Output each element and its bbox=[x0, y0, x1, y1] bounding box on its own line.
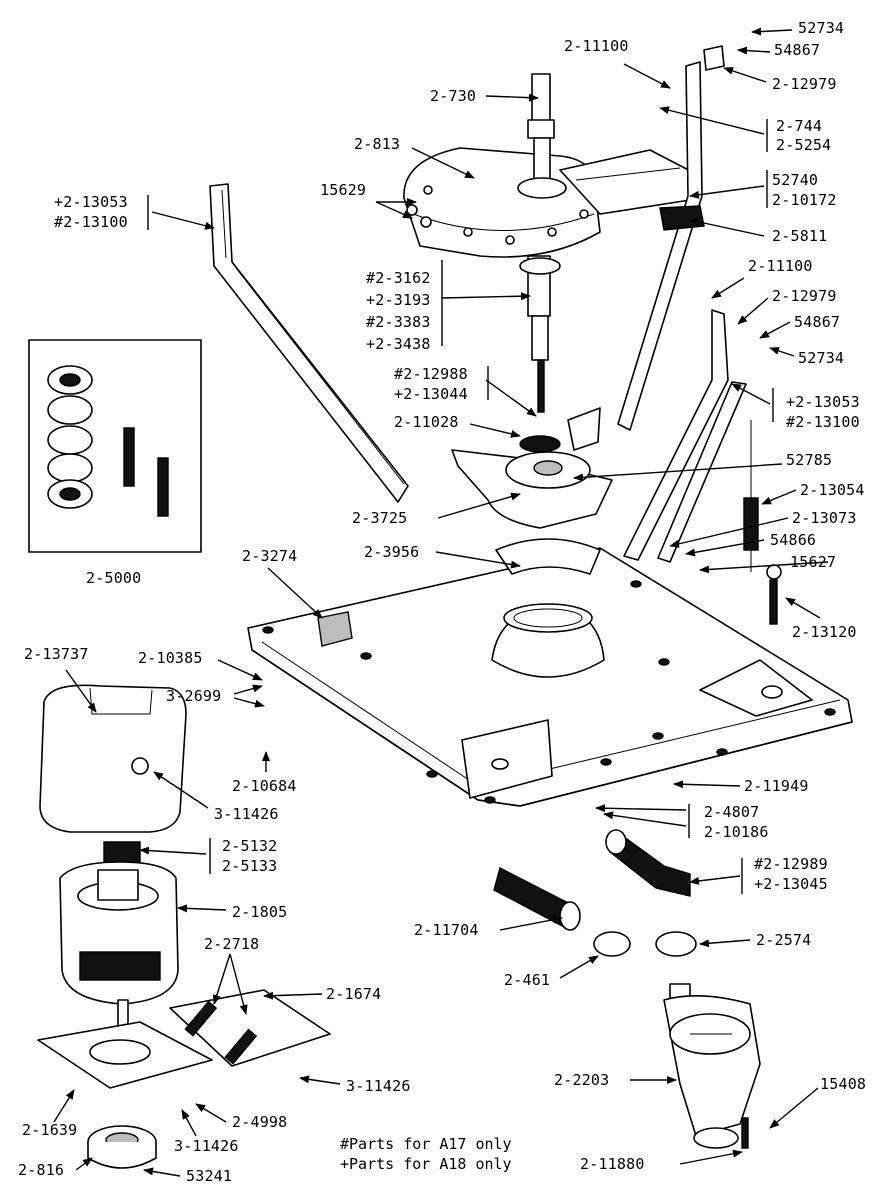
part-label: 15629 bbox=[320, 181, 367, 199]
part-label: 52734 bbox=[798, 349, 845, 367]
part-label: 2-13054 bbox=[800, 481, 865, 499]
part-label: 2-10186 bbox=[704, 823, 769, 841]
part-label: 2-5132 bbox=[222, 837, 278, 855]
clamps bbox=[593, 931, 697, 957]
part-label: +2-13044 bbox=[394, 385, 468, 403]
part-label: 2-730 bbox=[430, 87, 477, 105]
part-label: 2-10172 bbox=[772, 191, 837, 209]
part-label: 2-813 bbox=[354, 135, 401, 153]
part-label: 2-13073 bbox=[792, 509, 857, 527]
part-label: #2-13100 bbox=[786, 413, 860, 431]
part-label: 2-11100 bbox=[564, 37, 629, 55]
drive-assembly bbox=[451, 407, 613, 575]
part-label: 2-11704 bbox=[414, 921, 479, 939]
part-label: 2-12979 bbox=[772, 287, 837, 305]
part-label: 52785 bbox=[786, 451, 833, 469]
part-label: +2-13045 bbox=[754, 875, 828, 893]
part-label: 54867 bbox=[794, 313, 841, 331]
part-label: 2-2203 bbox=[554, 1071, 610, 1089]
part-label: 3-2699 bbox=[166, 687, 222, 705]
part-label: 2-13737 bbox=[24, 645, 89, 663]
pump bbox=[663, 983, 761, 1149]
part-label: 2-5811 bbox=[772, 227, 828, 245]
part-label: 2-3956 bbox=[364, 543, 420, 561]
part-label: 2-2574 bbox=[756, 931, 812, 949]
hoses bbox=[493, 829, 691, 931]
part-label: +2-3193 bbox=[366, 291, 431, 309]
part-label: 2-3725 bbox=[352, 509, 408, 527]
motor bbox=[59, 841, 179, 1035]
part-label: 2-11949 bbox=[744, 777, 809, 795]
part-label: 2-4807 bbox=[704, 803, 760, 821]
part-label: +2-3438 bbox=[366, 335, 431, 353]
part-label: 2-11028 bbox=[394, 413, 459, 431]
part-label: 2-1674 bbox=[326, 985, 382, 1003]
part-label: 53241 bbox=[186, 1167, 233, 1185]
springs bbox=[743, 420, 782, 625]
part-label: 2-4998 bbox=[232, 1113, 288, 1131]
part-label: 3-11426 bbox=[174, 1137, 239, 1155]
part-label: 2-10684 bbox=[232, 777, 297, 795]
right-frame bbox=[617, 45, 747, 563]
part-label: 2-11880 bbox=[580, 1155, 645, 1173]
part-label: 54866 bbox=[770, 531, 817, 549]
part-label: 2-10385 bbox=[138, 649, 203, 667]
part-label: +2-13053 bbox=[54, 193, 128, 211]
footnote-a17: #Parts for A17 only bbox=[340, 1135, 512, 1153]
pulley bbox=[87, 1125, 157, 1169]
footnote-a18: +Parts for A18 only bbox=[340, 1155, 512, 1173]
part-label: 2-744 bbox=[776, 117, 823, 135]
part-label: #2-12989 bbox=[754, 855, 828, 873]
part-label: #2-3162 bbox=[366, 269, 431, 287]
left-leg bbox=[209, 183, 409, 503]
part-label: #2-12988 bbox=[394, 365, 468, 383]
part-label: 2-5000 bbox=[86, 569, 142, 587]
part-label: 54867 bbox=[774, 41, 821, 59]
part-label: 2-12979 bbox=[772, 75, 837, 93]
part-label: #2-13100 bbox=[54, 213, 128, 231]
part-label: 2-11100 bbox=[748, 257, 813, 275]
part-label: 15408 bbox=[820, 1075, 867, 1093]
part-label: 2-3274 bbox=[242, 547, 298, 565]
part-label: 2-1805 bbox=[232, 903, 288, 921]
leader-lines bbox=[53, 27, 829, 1177]
transmission bbox=[403, 73, 701, 413]
part-label: 3-11426 bbox=[346, 1077, 411, 1095]
part-label: 2-461 bbox=[504, 971, 551, 989]
part-label: #2-3383 bbox=[366, 313, 431, 331]
part-label: 2-5254 bbox=[776, 136, 832, 154]
motor-mount bbox=[37, 989, 331, 1089]
part-label: 15627 bbox=[790, 553, 837, 571]
part-label: 52740 bbox=[772, 171, 819, 189]
part-label: 52734 bbox=[798, 19, 845, 37]
part-label: 2-5133 bbox=[222, 857, 278, 875]
part-label: 2-1639 bbox=[22, 1121, 78, 1139]
part-label: 2-13120 bbox=[792, 623, 857, 641]
part-label: 2-2718 bbox=[204, 935, 260, 953]
motor-cover bbox=[39, 684, 187, 833]
part-label: +2-13053 bbox=[786, 393, 860, 411]
kit-box bbox=[28, 339, 202, 553]
part-label: 3-11426 bbox=[214, 805, 279, 823]
part-label: 2-816 bbox=[18, 1161, 65, 1179]
base-plate bbox=[247, 547, 853, 807]
